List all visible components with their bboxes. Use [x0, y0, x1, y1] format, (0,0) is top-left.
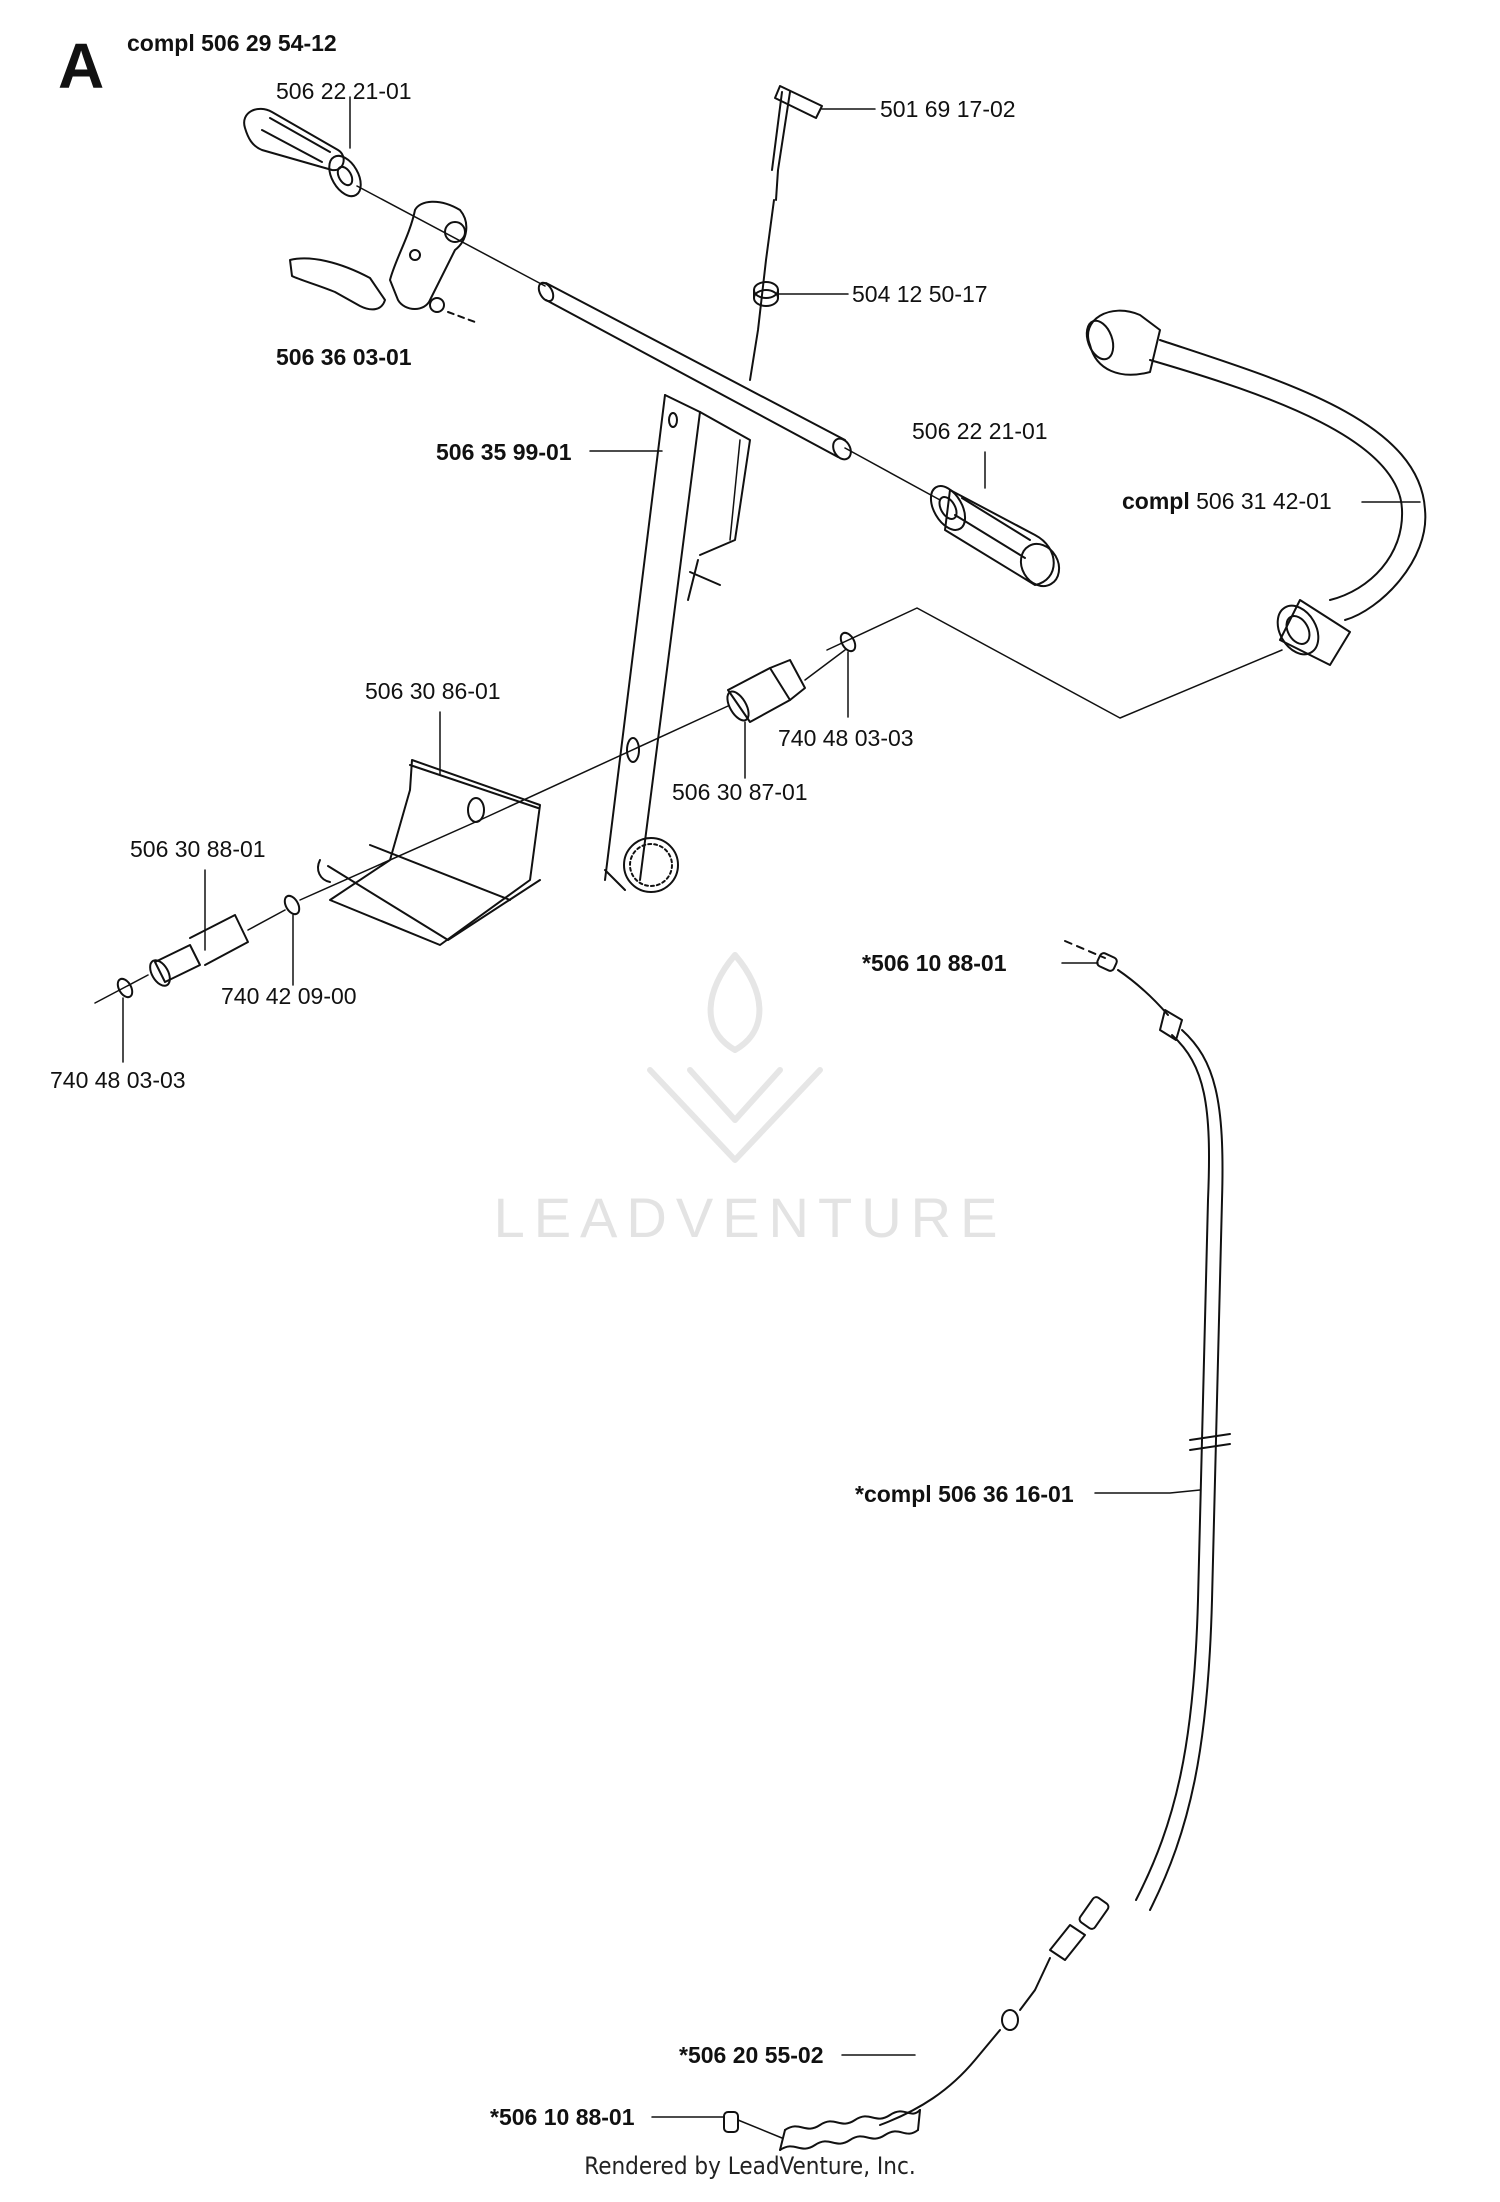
watermark-logo	[647, 952, 823, 1163]
nut	[753, 281, 779, 307]
part-label-oring-c[interactable]: 740 48 03-03	[778, 725, 914, 751]
oring-right	[839, 631, 857, 653]
bracket	[317, 759, 541, 946]
oring-mid	[283, 894, 301, 916]
part-label-key[interactable]: 501 69 17-02	[880, 96, 1016, 122]
spring	[779, 2109, 921, 2151]
part-label-cable-end-top[interactable]: *506 10 88-01	[862, 950, 1007, 976]
part-label-tbar[interactable]: 506 35 99-01	[436, 439, 572, 465]
part-label-grip-left[interactable]: 506 22 21-01	[276, 78, 412, 104]
part-label-nut[interactable]: 504 12 50-17	[852, 281, 988, 307]
part-label-lever[interactable]: 506 36 03-01	[276, 344, 412, 370]
nipple	[149, 914, 249, 987]
part-label-spring[interactable]: *506 20 55-02	[679, 2042, 824, 2068]
oring-left	[116, 977, 134, 999]
part-label-oring-b[interactable]: 740 48 03-03	[50, 1067, 186, 1093]
cable-end-bottom-part	[723, 2111, 739, 2133]
coupling	[726, 659, 806, 723]
part-label-nipple[interactable]: 506 30 88-01	[130, 836, 266, 862]
assembly-number: 506 29 54-12	[201, 30, 337, 56]
part-label-bracket[interactable]: 506 30 86-01	[365, 678, 501, 704]
t-bar	[537, 281, 852, 893]
part-label-hose[interactable]: compl 506 31 42-01	[1122, 488, 1332, 514]
part-label-grip-right[interactable]: 506 22 21-01	[912, 418, 1048, 444]
brake-lever	[289, 200, 476, 323]
watermark-text: LEADVENTURE	[493, 1186, 1007, 1249]
section-letter: A	[58, 30, 105, 102]
assembly-label: compl 506 29 54-12	[127, 32, 337, 55]
right-grip	[929, 485, 1061, 588]
leader-lines	[122, 96, 1421, 2118]
part-label-cable[interactable]: *compl 506 36 16-01	[855, 1481, 1074, 1507]
footer-credit: Rendered by LeadVenture, Inc.	[584, 2152, 916, 2180]
part-label-cable-end-bottom[interactable]: *506 10 88-01	[490, 2104, 635, 2130]
left-grip	[243, 107, 362, 198]
hose	[1085, 309, 1427, 666]
cable	[879, 940, 1231, 2126]
part-label-coupling[interactable]: 506 30 87-01	[672, 779, 808, 805]
key	[749, 85, 823, 381]
assembly-prefix: compl	[127, 30, 195, 56]
part-label-oring-a[interactable]: 740 42 09-00	[221, 983, 357, 1009]
